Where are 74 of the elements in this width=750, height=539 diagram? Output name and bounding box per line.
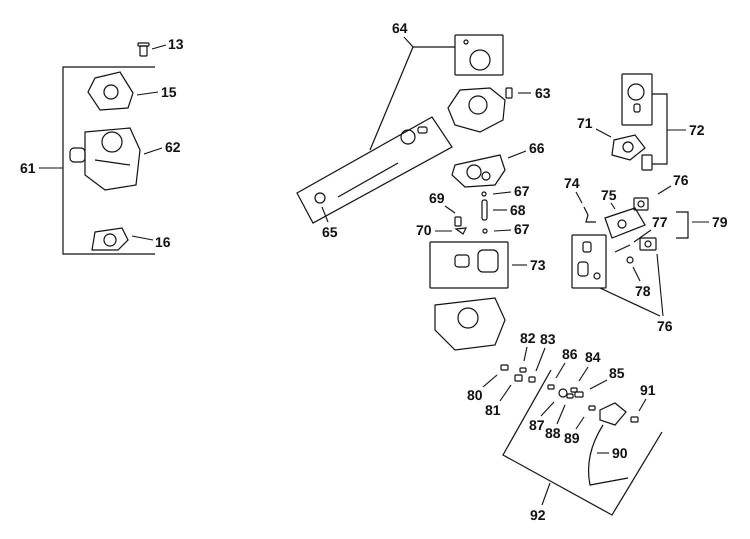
callout-number: 65 [322,225,338,239]
callout-number: 76 [657,319,673,333]
callout-number: 63 [535,86,551,100]
callout-number: 91 [640,383,656,397]
leader-line [482,374,498,388]
leader-line [596,128,612,138]
leader-line [494,229,512,232]
leader-line [540,402,554,416]
leader-line [518,92,531,94]
callout-number: 79 [712,215,728,229]
callout-number: 83 [540,332,556,346]
leader-line [638,398,646,412]
callout-number: 80 [467,388,483,402]
leader-line [144,147,162,155]
callout-number: 62 [165,140,181,154]
callout-number: 72 [689,123,705,137]
leader-line [152,44,166,50]
callout-number: 77 [652,215,668,229]
leader-line [656,254,664,316]
callout-number: 86 [562,347,578,361]
callout-number: 68 [510,203,526,217]
callout-number: 78 [635,284,651,298]
leader-line [508,150,526,159]
leader-line [590,380,608,390]
leader-line [321,206,329,222]
callout-number: 67 [514,184,530,198]
callout-number: 13 [168,37,184,51]
callout-number: 70 [416,223,432,237]
callout-number: 82 [520,331,536,345]
leader-line [493,209,507,211]
leader-line [610,202,616,210]
leader-line [576,416,584,430]
leader-line [597,452,609,454]
callout-number: 67 [514,222,530,236]
leader-line [556,362,566,378]
leader-line [39,167,63,169]
callout-number: 90 [612,446,628,460]
leader-line [578,366,588,382]
leader-line [556,404,566,424]
callout-number: 66 [529,141,545,155]
callout-number: 15 [161,85,177,99]
callout-number: 64 [392,21,408,35]
callout-number: 81 [485,403,501,417]
leader-line [512,264,527,266]
leader-line [132,235,154,241]
callout-number: 92 [530,508,546,522]
leader-line [404,36,414,48]
callout-number: 16 [155,235,171,249]
leader-line [136,91,158,96]
leader-line [658,186,672,194]
callout-number: 84 [585,350,601,364]
leader-line [576,192,582,204]
leader-line [632,266,640,282]
leader-line [667,129,686,131]
callout-number: 88 [545,426,561,440]
callout-number: 89 [564,431,580,445]
leader-line [492,191,512,195]
leader-line [634,230,652,242]
callout-number: 69 [429,191,445,205]
leader-line [535,348,546,372]
callout-number: 85 [609,366,625,380]
leader-line [444,206,456,214]
leader-line [500,384,512,402]
leader-line [523,346,528,362]
leader-line [541,482,551,506]
callout-number: 74 [564,176,580,190]
callout-number: 75 [601,188,617,202]
callout-number: 73 [530,258,546,272]
callout-number: 71 [577,116,593,130]
leader-line [692,221,709,223]
callout-number: 61 [20,161,36,175]
callout-number: 76 [673,173,689,187]
callout-number: 87 [529,418,545,432]
leader-line [435,230,452,232]
